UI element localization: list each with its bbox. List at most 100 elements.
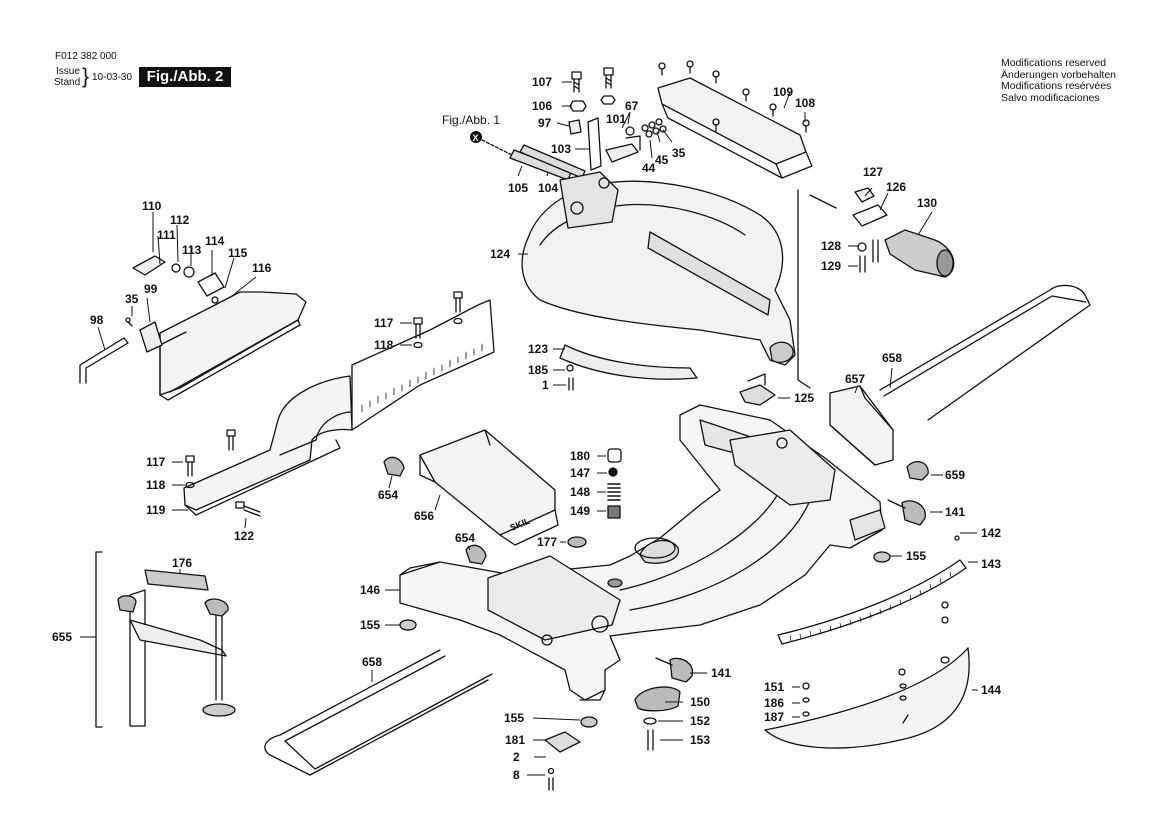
issue-label: Issue xyxy=(56,66,80,77)
part-label: 118 xyxy=(374,338,394,352)
foot-155 xyxy=(399,619,417,631)
part-label: 125 xyxy=(794,391,814,405)
part-label: 152 xyxy=(690,714,710,728)
part-label: 99 xyxy=(144,282,158,296)
foot-150 xyxy=(634,686,681,712)
part-label: 151 xyxy=(764,680,784,694)
bolt-107 xyxy=(571,71,582,93)
screw xyxy=(125,317,133,327)
bolt-117 xyxy=(413,317,423,339)
part-label: 67 xyxy=(625,99,639,113)
part-label: 180 xyxy=(570,449,590,463)
material-support-656 xyxy=(419,429,556,536)
part-label: 98 xyxy=(90,313,104,327)
part-label: 116 xyxy=(252,261,272,275)
ball-147 xyxy=(608,467,618,477)
part-label: 146 xyxy=(360,583,380,597)
part-label: 35 xyxy=(672,146,686,160)
part-label: 144 xyxy=(981,683,1001,697)
part-label: 112 xyxy=(170,213,190,227)
part-label: 106 xyxy=(532,99,552,113)
part-label: 35 xyxy=(125,292,139,306)
crossref-marker-letter: X xyxy=(473,133,479,143)
part-label: 1 xyxy=(542,378,549,392)
sleeve-180 xyxy=(607,448,622,463)
nut xyxy=(600,95,616,105)
part-label: 150 xyxy=(690,695,710,709)
clip-110 xyxy=(132,255,166,276)
part-label: 117 xyxy=(374,316,394,330)
modification-line: Salvo modificaciones xyxy=(1001,91,1100,104)
hex-key-98 xyxy=(79,337,129,384)
modifications-notice: Modifications reserved Änderungen vorbeh… xyxy=(1001,57,1116,104)
rod-658 xyxy=(264,649,489,776)
bracket-99 xyxy=(139,321,163,353)
bracket-181 xyxy=(544,731,581,753)
foot-155 xyxy=(873,551,891,563)
clip-97 xyxy=(568,119,582,135)
part-label: 147 xyxy=(570,466,590,480)
part-label: 104 xyxy=(538,181,558,195)
bracket-103 xyxy=(587,117,602,171)
part-label: 141 xyxy=(945,505,965,519)
part-label: 108 xyxy=(795,96,815,110)
part-label: 103 xyxy=(551,142,571,156)
part-label: 177 xyxy=(537,535,557,549)
part-label: 130 xyxy=(917,196,937,210)
issue-date: 10-03-30 xyxy=(92,72,133,83)
part-label: 124 xyxy=(490,247,510,261)
modification-line: Modifications reserved xyxy=(1001,57,1107,69)
part-label: 187 xyxy=(764,710,784,724)
part-label: 143 xyxy=(981,557,1001,571)
part-label: 155 xyxy=(360,618,380,632)
knob-141 xyxy=(655,657,694,683)
crossref-marker-icon xyxy=(470,131,482,143)
knob-654 xyxy=(383,456,405,477)
part-label: 127 xyxy=(863,165,883,179)
doc-number: F012 382 000 xyxy=(55,51,117,62)
part-label: 176 xyxy=(172,556,192,570)
part-label: 128 xyxy=(821,239,841,253)
upper-blade-guard xyxy=(521,180,796,366)
part-label: 141 xyxy=(711,666,731,680)
washer-177 xyxy=(567,536,587,548)
crossref-text: Fig./Abb. 1 xyxy=(442,113,500,127)
plate-114 xyxy=(197,272,225,297)
bolt xyxy=(226,429,236,451)
part-label: 105 xyxy=(508,181,528,195)
brace: } xyxy=(82,65,90,88)
part-label: 45 xyxy=(655,153,669,167)
part-label: 657 xyxy=(845,372,865,386)
set-screw-149 xyxy=(607,505,621,519)
knob-141 xyxy=(887,499,926,526)
part-label: 97 xyxy=(538,116,552,130)
part-label: 155 xyxy=(504,711,524,725)
stand-label: Stand xyxy=(54,77,81,88)
lower-guard-144 xyxy=(764,647,970,749)
part-label: 155 xyxy=(906,549,926,563)
rear-fence-ruler xyxy=(351,299,495,431)
part-label: 2 xyxy=(513,750,520,764)
bolt xyxy=(453,291,463,313)
part-label: 113 xyxy=(182,243,202,257)
part-label: 149 xyxy=(570,504,590,518)
screw xyxy=(658,62,666,76)
bracket-101 xyxy=(605,143,639,163)
bolt xyxy=(185,455,195,477)
bolt xyxy=(603,67,614,89)
part-label: 122 xyxy=(234,529,254,543)
part-label: 153 xyxy=(690,733,710,747)
part-label: 148 xyxy=(570,485,590,499)
part-label: 111 xyxy=(157,228,176,242)
clamp-655-bracket xyxy=(95,551,103,728)
bracket-125 xyxy=(739,384,776,406)
part-label: 654 xyxy=(378,488,398,502)
screw xyxy=(686,60,694,74)
pointer-rail-123 xyxy=(559,344,698,380)
part-label: 185 xyxy=(528,363,548,377)
left-fence-base xyxy=(183,375,353,511)
fence-116 xyxy=(159,291,307,396)
spring-148 xyxy=(607,483,621,501)
part-label: 114 xyxy=(205,234,225,248)
